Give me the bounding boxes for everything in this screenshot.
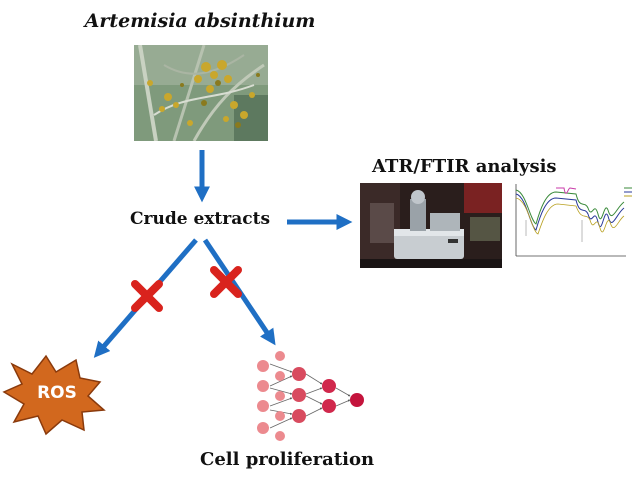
inhibition-cross-ros [131, 280, 163, 312]
cell-stage2 [292, 388, 306, 402]
cell-stage1 [257, 360, 269, 372]
cell-stage1 [275, 391, 285, 401]
ros-burst [2, 354, 106, 436]
artemisia-plant-photo [134, 45, 268, 141]
cell-stage1 [275, 351, 285, 361]
inhibition-cross-proliferation [210, 266, 242, 298]
crude-extracts-label: Crude extracts [130, 209, 271, 229]
atr-ftir-label: ATR/FTIR analysis [372, 156, 557, 177]
cell-proliferation-label: Cell proliferation [200, 449, 375, 470]
cell-stage4 [350, 393, 364, 407]
cell-stage1 [275, 431, 285, 441]
cell-stage1 [257, 380, 269, 392]
cell-stage1 [275, 371, 285, 381]
cell-stage1 [257, 400, 269, 412]
cell-stage1 [275, 411, 285, 421]
ros-label: ROS [37, 383, 77, 403]
plant-species-title: Artemisia absinthium [84, 10, 316, 32]
cell-stage2 [292, 367, 306, 381]
cell-stage3 [322, 399, 336, 413]
cell-stage2 [292, 409, 306, 423]
ftir-spectrum-plot [506, 180, 634, 270]
ftir-instrument-photo [360, 183, 502, 268]
cell-stage1 [257, 422, 269, 434]
cell-stage3 [322, 379, 336, 393]
